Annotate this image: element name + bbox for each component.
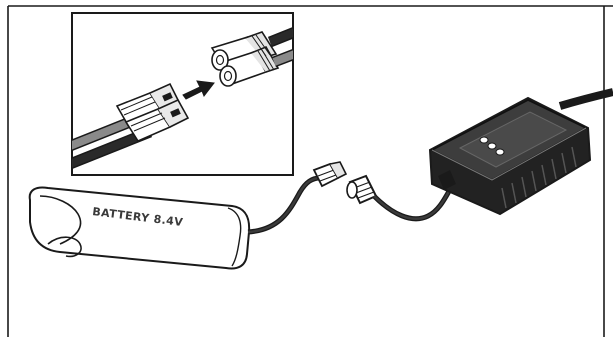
inset-battery-connector (115, 82, 190, 143)
battery-plug (312, 161, 348, 188)
battery-cable (247, 175, 321, 235)
charger-output-cable (372, 184, 455, 222)
charger-vents (501, 146, 577, 209)
page-frame (7, 5, 613, 337)
charger-plug (346, 174, 378, 205)
charger-unit (428, 88, 613, 216)
charger-status-leds (479, 136, 505, 156)
inset-charger-cables (267, 26, 293, 68)
connector-detail-inset (71, 12, 294, 176)
battery-pack: BATTERY 8.4V (28, 186, 251, 270)
insert-direction-arrow (182, 80, 215, 100)
inset-charger-connector (210, 31, 280, 87)
